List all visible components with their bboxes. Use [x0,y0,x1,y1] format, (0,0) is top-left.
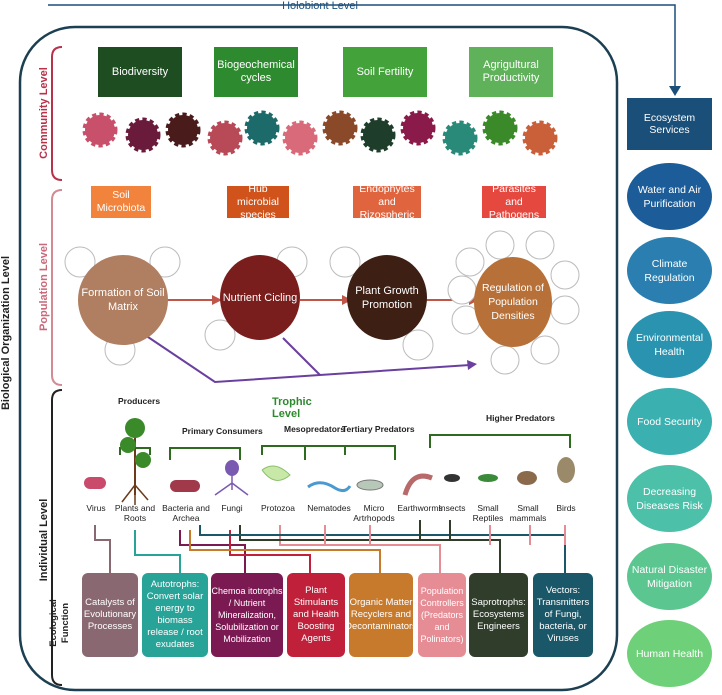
holobiont-frame [18,25,619,692]
community-box-biodiversity: Biodiversity [98,47,182,97]
ecological-function-label: Ecological Function [48,599,71,647]
service-climate: Climate Regulation [627,237,712,304]
tier-producers: Producers [118,396,161,406]
population-level-label: Population Level [38,243,50,332]
earthworm-icon [402,473,433,496]
gear-icon [360,117,396,153]
reptile-icon [478,474,498,482]
organism-label: Virus [86,503,106,513]
function-box-population-controllers: Population Controllers (Predators and Po… [418,573,466,657]
individual-level-label: Individual Level [38,498,50,582]
function-box-organic-matter: Organic Matter Recyclers and Decontamina… [345,573,417,657]
service-water-air: Water and Air Purification [627,163,712,230]
population-box-endophytes: Endophytes and Rizospheric [353,183,421,221]
organism-label: Fungi [221,503,243,513]
microbe-bubble-icon [329,246,361,278]
microbe-bubble-icon [64,246,96,278]
service-food-security: Food Security [627,388,712,455]
gear-icon [322,110,358,146]
population-box-soil-microbiota: Soil Microbiota [91,186,151,218]
ecosystem-services-title: Ecosystem Services [627,98,712,150]
microbe-bubble-icon [149,246,181,278]
gear-icon [165,112,201,148]
microbe-bubble-icon [550,295,580,325]
organism-label: Birds [556,503,576,513]
population-box-hub-species: Hub microbial species [227,183,289,221]
population-bracket [51,189,63,386]
community-box-soil-fertility: Soil Fertility [343,47,427,97]
holobiont-arrowhead [669,86,681,96]
microbe-bubble-icon [530,335,560,365]
organism-label: Nematodes [307,503,351,513]
protozoa-icon [261,465,291,481]
population-box-parasites: Parasites and Pathogens [482,183,546,221]
gear-icon [400,110,436,146]
individual-bracket [51,389,63,686]
gear-icon [482,110,518,146]
service-decreasing-disease: Decreasing Diseases Risk [627,465,712,532]
microbe-bubble-icon [490,345,520,375]
gear-icon [244,110,280,146]
gear-icon [125,117,161,153]
community-box-agricultural: Agrigultural Productivity [469,47,553,97]
function-box-vectors: Vectors: Transmitters of Fungi, bacteria… [533,573,593,657]
gear-icon [522,120,558,156]
bird-icon [557,457,575,483]
function-box-catalysts: Catalysts of Evolutionary Processes [82,573,138,657]
tier-primary-consumers: Primary Consumers [182,426,263,436]
fungi-icon [225,460,239,476]
virus-icon [84,477,106,489]
function-box-chemoautotrophs: Chemoa itotrophs / Nutrient Mineralizati… [211,573,283,657]
community-box-biogeochemical: Biogeochemical cycles [214,47,298,97]
arthropod-icon [356,479,384,491]
blob-soil-matrix: Formation of Soil Matrix [78,255,168,345]
gear-icon [207,120,243,156]
tier-mesopredators: Mesopredators [284,424,345,434]
organism-label: Insects [438,503,466,513]
nematode-icon [307,481,352,493]
community-level-label: Community Level [38,67,50,159]
function-box-plant-stimulants: Plant Stimulants and Health Boosting Age… [287,573,345,657]
bacteria-icon [170,480,200,492]
microbe-bubble-icon [455,247,485,277]
service-disaster-mitigation: Natural Disaster Mitigation [627,543,712,610]
gear-icon [442,120,478,156]
holobiont-level-label: Holobiont Level [282,0,358,12]
blob-population-regulation: Regulation of Population Densities [474,257,552,347]
holobiont-connector [48,4,676,90]
gear-icon [282,120,318,156]
microbe-gear-row [82,110,558,156]
microbe-bubble-icon [525,230,555,260]
tier-higher-predators: Higher Predators [486,413,555,423]
service-environmental-health: Environmental Health [627,311,712,378]
function-box-autotrophs: Autotrophs: Convert solar energy to biom… [142,573,208,657]
microbe-bubble-icon [447,275,477,305]
organism-icons [84,418,575,505]
organism-label: Micro Artrhopods [353,503,395,523]
microbe-bubble-icon [485,230,515,260]
organism-label: Protozoa [260,503,296,513]
organism-label: Small mammals [509,503,547,523]
organism-label: Small Reptiles [472,503,504,523]
arrow-soil-to-regulation [144,334,471,384]
tier-tertiary-predators: Tertiary Predators [342,424,415,434]
gear-icon [82,112,118,148]
blob-nutrient-cycling: Nutrient Cicling [220,255,300,340]
organism-label: Earthworms [397,503,443,513]
blob-plant-growth: Plant Growth Promotion [347,255,427,340]
microbe-bubble-icon [402,329,434,361]
mammal-icon [517,471,537,485]
biological-organization-label: Biological Organization Level [0,255,12,411]
organism-label: Bacteria and Archea [162,503,210,523]
service-human-health: Human Health [627,620,712,687]
function-box-saprotrophs: Saprotrophs: Ecosystems Engineers [469,573,528,657]
microbe-bubble-icon [204,319,236,351]
community-bracket [51,46,63,181]
trophic-level-label: Trophic Level [272,396,312,420]
organism-label: Plants and Roots [114,503,156,523]
insect-icon [444,474,460,482]
microbe-bubble-icon [550,260,580,290]
